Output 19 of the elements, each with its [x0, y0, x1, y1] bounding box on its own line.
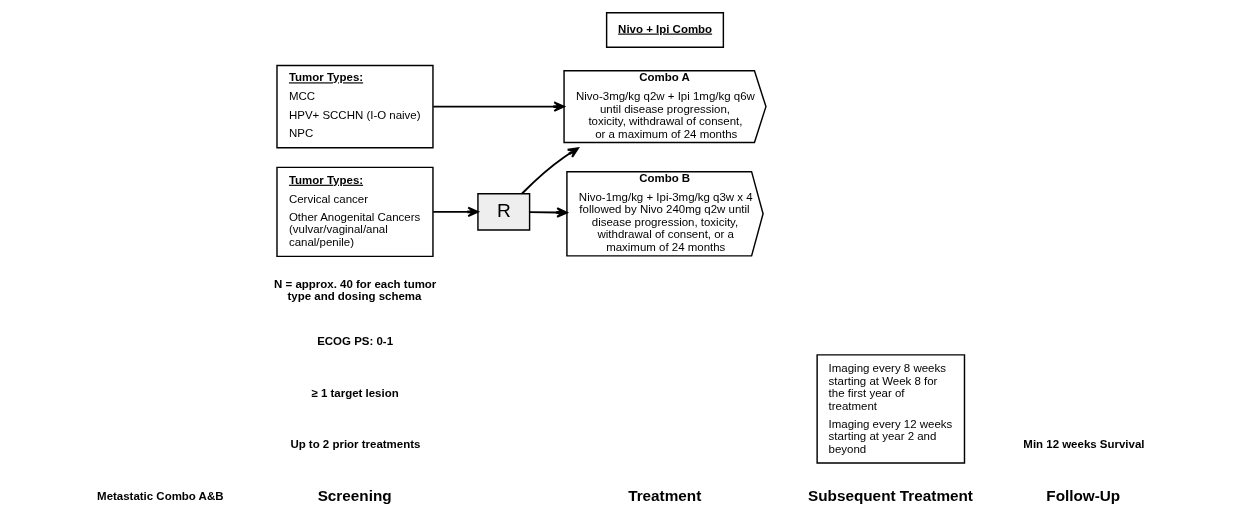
label: Min 12 weeks Survival — [1023, 437, 1145, 450]
label: ≥ 1 target lesion — [311, 386, 399, 399]
node-box: R — [477, 192, 531, 231]
node-box: Tumor Types: MCC HPV+ SCCHN (I-O naive) NPC — [276, 64, 434, 148]
node-box: Tumor Types: Cervical cancer Other Anogenital Cancers (vulvar/vaginal/anal canal/penile) — [276, 166, 434, 257]
node-box: Nivo + Ipi Combo — [605, 11, 725, 48]
arrow — [521, 146, 579, 194]
arrow — [432, 100, 565, 112]
node-box: Imaging every 8 weeks starting at Week 8 for the first year of treatment Imaging every 12 weeks starting at year 2 and beyond — [816, 353, 966, 464]
arrow — [528, 206, 568, 218]
label: Screening — [317, 486, 392, 504]
label: ECOG PS: 0-1 — [317, 334, 394, 347]
arrow — [432, 206, 479, 217]
label: Metastatic Combo A&B — [97, 489, 224, 502]
label: Follow-Up — [1046, 486, 1121, 504]
label: Subsequent Treatment — [808, 486, 973, 504]
label: Treatment — [628, 486, 702, 504]
label: Up to 2 prior treatments — [290, 437, 421, 450]
label: N = approx. 40 for each tumor type and dosing schema — [274, 277, 437, 301]
